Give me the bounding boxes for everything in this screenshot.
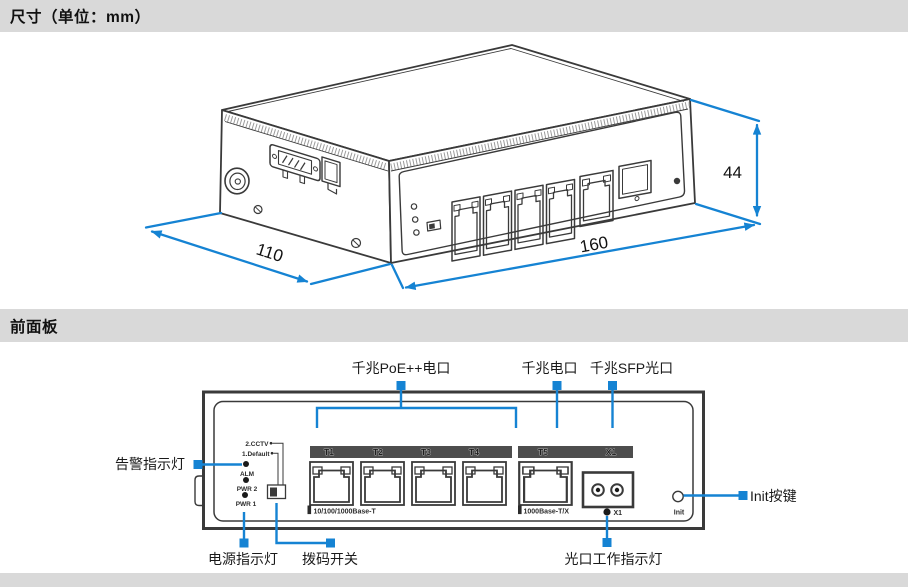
box-front-face	[388, 98, 696, 264]
callout-ge-square	[552, 381, 562, 390]
init-button	[672, 490, 684, 503]
dip-switch-knob	[270, 487, 277, 497]
sfp-port-name: X1	[614, 510, 623, 517]
callout-sfp-square	[608, 381, 617, 390]
ext-line-width-a	[390, 263, 405, 290]
front-panel-diagram	[194, 390, 705, 530]
ext-line-depth-a	[144, 211, 223, 229]
dip-track-2	[272, 442, 284, 485]
combo-spec-label: 1000Base-T/X	[524, 509, 570, 516]
screw-slot-2	[352, 239, 360, 247]
port-t4-label: T4	[469, 447, 479, 457]
callout-optical-label: 光口工作指示灯	[565, 551, 663, 567]
port-t3-label: T3	[421, 447, 431, 457]
port-t1-label: T1	[324, 447, 334, 457]
left-chamfer-hatch	[223, 114, 389, 171]
callout-alarm-square	[193, 460, 203, 469]
dimension-width-value: 160	[578, 233, 609, 257]
copper-spec-label: 10/100/1000Base-T	[314, 509, 377, 516]
dimension-annotations	[144, 98, 762, 290]
screw-slot-1	[254, 206, 262, 213]
uplink-port-bar	[518, 446, 633, 458]
led-alarm	[243, 461, 249, 467]
callout-dip-label: 拨码开关	[302, 551, 358, 567]
panel-inner-frame	[213, 400, 694, 522]
next-section-header-partial	[0, 573, 908, 587]
callout-squares	[193, 381, 748, 548]
front-recessed-panel	[398, 111, 686, 256]
ext-line-height-a	[689, 98, 761, 123]
led-pwr2-label: PWR 2	[237, 486, 258, 493]
callout-dip-line	[275, 503, 327, 545]
dip-pos1-dot	[270, 451, 274, 455]
dimension-height-value: 44	[723, 163, 742, 182]
section-header-front-panel-text: 前面板	[10, 318, 59, 336]
callout-power-label: 电源指示灯	[208, 551, 278, 567]
callout-init-square	[738, 491, 748, 500]
left-chamfer-edge	[224, 121, 389, 172]
sfp-cage-3d	[618, 159, 652, 202]
callout-dip-square	[326, 538, 335, 548]
ext-line-depth-b	[309, 262, 392, 286]
section-header-front-panel: 前面板	[0, 309, 908, 342]
led-alarm-label: ALM	[240, 471, 254, 478]
callout-poe-square	[396, 381, 406, 390]
dim-line-depth	[150, 230, 309, 283]
front-chamfer-hatch	[390, 101, 690, 171]
dimension-depth-value: 110	[254, 240, 286, 266]
power-connector-mid	[229, 172, 246, 191]
dip-pos2-dot	[269, 441, 273, 445]
device-3d-drawing	[219, 44, 696, 264]
led-pwr2	[243, 477, 249, 483]
led-pwr1	[242, 492, 248, 498]
ext-line-width-b	[694, 202, 762, 226]
init-button-3d	[673, 177, 681, 185]
callout-power-square	[239, 538, 249, 548]
callout-poe-label: 千兆PoE++电口	[352, 360, 451, 376]
dip-pos2-label: 2.CCTV	[245, 441, 269, 448]
led-3d-2	[411, 216, 419, 223]
front-ports-3d	[451, 159, 652, 262]
screw-left-1	[253, 204, 263, 215]
port-x1-label: X1	[606, 447, 617, 457]
combo-spec-block	[518, 505, 522, 515]
screw-left-2	[350, 237, 362, 249]
callout-init-label: Init按键	[750, 488, 797, 504]
callout-sfp-label: 千兆SFP光口	[590, 360, 673, 376]
init-button-name: Init	[674, 510, 685, 517]
dip-pos1-label: 1.Default	[242, 451, 270, 458]
top-face-inner-line	[227, 48, 685, 112]
port-t2-label: T2	[373, 447, 383, 457]
dip-track-1	[273, 452, 279, 485]
section-header-dimensions-text: 尺寸（单位：mm）	[10, 9, 151, 26]
din-clip-connector	[321, 156, 341, 195]
callout-optical-square	[602, 538, 612, 547]
dim-line-width	[404, 222, 756, 290]
front-panel-callouts	[202, 390, 739, 545]
copper-spec-block	[307, 505, 312, 515]
led-3d-1	[410, 203, 418, 210]
led-pwr1-label: PWR 1	[236, 501, 257, 508]
power-connector-pin	[234, 178, 241, 185]
sfp-port	[581, 471, 635, 509]
sfp-status-led	[603, 508, 611, 516]
front-chamfer-edge	[390, 108, 689, 172]
mounting-ear	[194, 475, 205, 507]
port-t5-label: T5	[538, 447, 548, 457]
power-connector-outer	[224, 167, 250, 195]
dip-switch	[266, 484, 287, 500]
callout-ge-label: 千兆电口	[522, 360, 578, 376]
callout-poe-bracket	[315, 406, 518, 428]
terminal-block-connector	[269, 143, 341, 195]
copper-port-bar	[310, 446, 512, 458]
callout-alarm-label: 告警指示灯	[115, 456, 185, 472]
section-header-dimensions: 尺寸（单位：mm）	[0, 0, 908, 32]
